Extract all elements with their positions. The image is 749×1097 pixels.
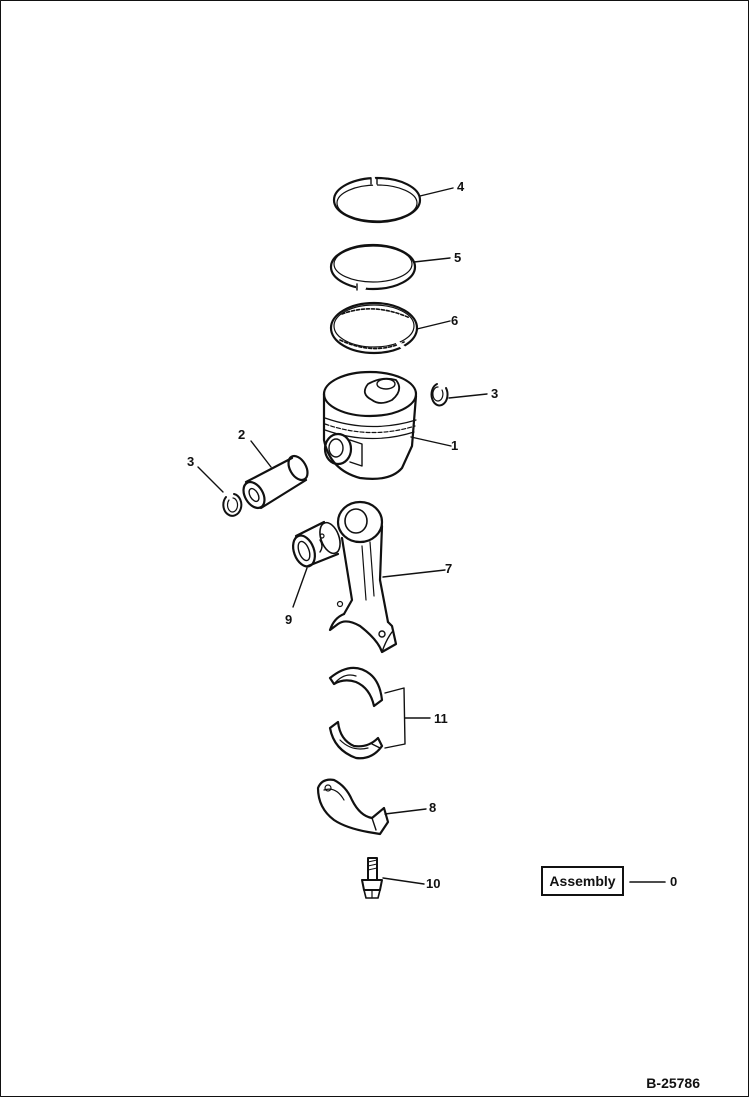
leader-2 xyxy=(250,440,272,468)
leader-4 xyxy=(419,187,454,197)
piston-ring-second xyxy=(329,243,417,291)
assembly-label: Assembly xyxy=(541,866,624,896)
leader-3-left xyxy=(197,466,224,493)
callout-3-right: 3 xyxy=(491,386,499,401)
callout-0: 0 xyxy=(670,874,678,889)
leader-10 xyxy=(382,877,425,885)
callout-8: 8 xyxy=(429,800,437,815)
connecting-rod xyxy=(328,500,398,654)
bracket-11 xyxy=(384,687,431,749)
leader-7 xyxy=(382,569,446,578)
callout-9: 9 xyxy=(285,612,293,627)
leader-1 xyxy=(410,436,452,447)
piston-ring-top xyxy=(332,176,422,224)
piston-pin xyxy=(242,454,309,510)
callout-2: 2 xyxy=(238,427,246,442)
leader-6 xyxy=(416,320,451,330)
callout-11: 11 xyxy=(434,711,448,726)
callout-10: 10 xyxy=(426,876,441,891)
callout-4: 4 xyxy=(457,179,465,194)
callout-7: 7 xyxy=(445,561,453,576)
callout-1: 1 xyxy=(451,438,459,453)
connecting-rod-cap xyxy=(316,778,390,836)
snap-ring-left xyxy=(222,493,243,517)
leader-8 xyxy=(384,808,427,815)
small-end-bushing xyxy=(292,520,341,568)
leader-9 xyxy=(292,567,308,608)
figure-id: B-25786 xyxy=(646,1075,700,1091)
connecting-rod-bolt xyxy=(361,857,383,899)
bearing-shell-upper xyxy=(328,666,384,708)
piston xyxy=(322,370,418,480)
oil-control-ring xyxy=(329,301,419,355)
bearing-shell-lower xyxy=(328,720,384,760)
leader-3-right xyxy=(448,393,488,399)
snap-ring-right xyxy=(430,383,449,407)
leader-5 xyxy=(413,257,451,263)
callout-3-left: 3 xyxy=(187,454,195,469)
callout-6: 6 xyxy=(451,313,459,328)
callout-5: 5 xyxy=(454,250,462,265)
